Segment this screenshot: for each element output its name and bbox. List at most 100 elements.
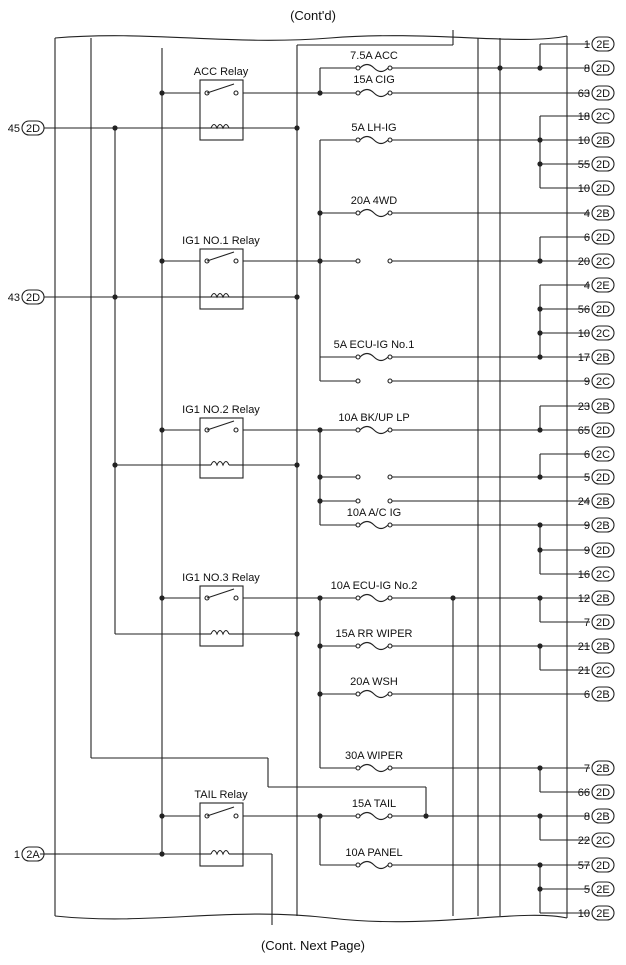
connector-pin: 10 [578, 135, 590, 147]
fuse-20a-wsh: 20A WSH [350, 676, 398, 699]
connector-1-2e: 1 2E [584, 36, 615, 52]
connector-oval [591, 108, 615, 124]
fuse-label: 10A BK/UP LP [338, 412, 409, 424]
connector-pin: 4 [584, 208, 590, 220]
tail-relay: TAIL Relay [194, 789, 248, 867]
connector-id: 2E [596, 280, 609, 292]
connector-id: 2D [596, 617, 610, 629]
ig1-no2-relay: IG1 NO.2 Relay [182, 404, 260, 479]
connector-id: 2C [596, 835, 610, 847]
connector-pin: 5 [584, 472, 590, 484]
connector-oval [591, 373, 615, 389]
connector-id: 2D [596, 860, 610, 872]
connector-oval [591, 469, 615, 485]
ig1-no1-relay: IG1 NO.1 Relay [182, 235, 260, 310]
connector-oval [591, 881, 615, 897]
connector-pin: 5 [584, 884, 590, 896]
connector-id: 2B [596, 401, 609, 413]
connector-oval [591, 422, 615, 438]
svg-text:45: 45 [8, 123, 20, 135]
connector-id: 2D [596, 88, 610, 100]
relay-label-acc: ACC Relay [194, 66, 249, 78]
connector-17-2b: 17 2B [578, 349, 615, 365]
connector-pin: 10 [578, 908, 590, 920]
connector-pin: 65 [578, 425, 590, 437]
connector-pin: 17 [578, 352, 590, 364]
connector-oval [591, 542, 615, 558]
left-connectors: 45 2D 43 2D 1 2A [8, 120, 78, 862]
connector-id: 2B [596, 641, 609, 653]
connector-pin: 9 [584, 520, 590, 532]
connector-22-2c: 22 2C [578, 832, 615, 848]
svg-text:2D: 2D [26, 123, 40, 135]
connector-23-2b: 23 2B [578, 398, 615, 414]
ig1-no3-relay: IG1 NO.3 Relay [182, 572, 260, 647]
header-title: (Cont'd) [290, 8, 336, 23]
connector-oval [591, 325, 615, 341]
connector-pin: 8 [584, 63, 590, 75]
connector-pin: 55 [578, 159, 590, 171]
connector-oval [591, 132, 615, 148]
connector-oval [591, 686, 615, 702]
bus-lines [90, 30, 501, 916]
fuse-label: 5A LH-IG [351, 122, 396, 134]
connector-id: 2B [596, 352, 609, 364]
connector-id: 2B [596, 811, 609, 823]
connector-oval [591, 446, 615, 462]
acc-relay: ACC Relay [194, 66, 249, 141]
fuse-20a-4wd: 20A 4WD [351, 195, 397, 218]
fuse-label: 10A PANEL [345, 847, 402, 859]
fuse-label: 5A ECU-IG No.1 [334, 339, 415, 351]
fuse-10a-panel: 10A PANEL [345, 847, 403, 870]
fuse-branch-wires [320, 67, 356, 866]
output-wires [392, 43, 590, 916]
connector-pin: 21 [578, 641, 590, 653]
connector-oval [591, 662, 615, 678]
connector-id: 2C [596, 256, 610, 268]
connector-10-2e: 10 2E [578, 905, 615, 921]
connector-id: 2B [596, 208, 609, 220]
connector-id: 2C [596, 569, 610, 581]
connector-8-2b: 8 2B [584, 808, 615, 824]
connector-oval [591, 832, 615, 848]
fuse-15a-rr-wiper: 15A RR WIPER [335, 628, 413, 651]
connector-pin: 56 [578, 304, 590, 316]
connector-id: 2D [596, 63, 610, 75]
connector-pin: 22 [578, 835, 590, 847]
connector-pin: 23 [578, 401, 590, 413]
connector-55-2d: 55 2D [578, 156, 615, 172]
open-contact-381 [355, 378, 393, 384]
fuse-7-5a-acc: 7.5A ACC [350, 50, 398, 73]
svg-text:2A: 2A [26, 849, 40, 861]
connector-pin: 10 [578, 183, 590, 195]
connector-oval [591, 493, 615, 509]
connector-oval [591, 638, 615, 654]
fuse-10a-bk-up-lp: 10A BK/UP LP [338, 412, 410, 435]
fuse-group: 7.5A ACC 15A CIG 5A LH-IG 20A 4WD 5A ECU… [331, 50, 417, 870]
connector-oval [591, 301, 615, 317]
connector-id: 2E [596, 39, 609, 51]
connector-id: 2B [596, 763, 609, 775]
connector-id: 2D [596, 545, 610, 557]
connector-pin: 1 [584, 39, 590, 51]
connector-pin: 20 [578, 256, 590, 268]
connector-id: 2D [596, 159, 610, 171]
connector-21-2b: 21 2B [578, 638, 615, 654]
connector-id: 2E [596, 908, 609, 920]
connector-pin: 8 [584, 811, 590, 823]
diagram-frame [54, 35, 568, 923]
fuse-label: 15A TAIL [352, 798, 396, 810]
fuse-30a-wiper: 30A WIPER [345, 750, 403, 773]
